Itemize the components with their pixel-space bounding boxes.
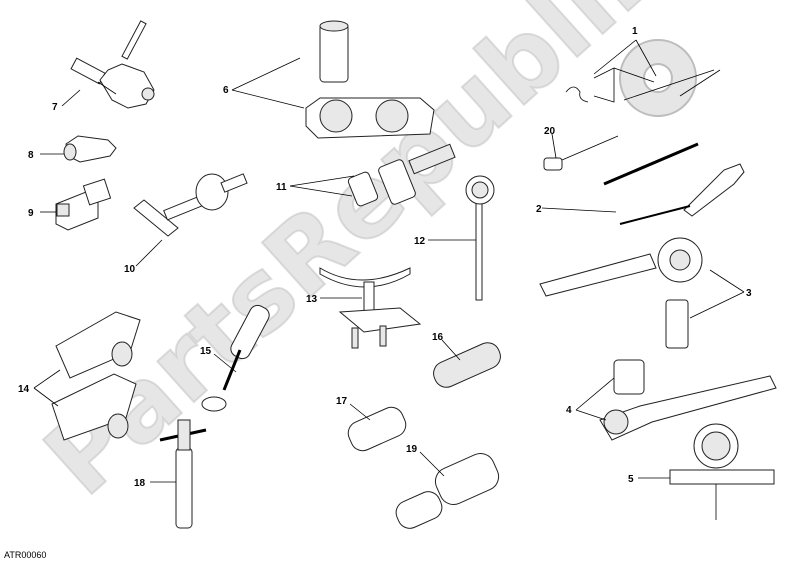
label-17: 17 (336, 396, 348, 407)
leader-lines (33, 39, 745, 483)
label-5: 5 (628, 474, 634, 485)
label-7: 7 (52, 102, 58, 113)
label-2: 2 (536, 204, 542, 215)
label-11: 11 (276, 182, 287, 193)
tool-17[interactable] (344, 404, 409, 455)
tool-11[interactable] (347, 143, 456, 207)
label-1: 1 (632, 26, 638, 37)
label-16: 16 (432, 332, 444, 343)
label-8: 8 (28, 150, 34, 161)
label-3: 3 (746, 288, 752, 299)
tool-5[interactable] (669, 423, 775, 520)
tool-14[interactable] (51, 311, 141, 441)
gear-logo-icon (619, 39, 697, 117)
label-18: 18 (134, 478, 146, 489)
tool-4[interactable] (599, 359, 777, 441)
label-6: 6 (223, 85, 229, 96)
tool-9[interactable] (55, 178, 112, 231)
tool-3[interactable] (539, 237, 703, 349)
tool-16[interactable] (430, 339, 505, 391)
label-12: 12 (414, 236, 426, 247)
part-labels: 1 2 3 4 5 6 7 8 9 10 11 12 13 14 15 16 1… (18, 26, 752, 489)
tool-12[interactable] (465, 175, 495, 301)
label-10: 10 (124, 264, 136, 275)
tool-2[interactable] (603, 142, 745, 225)
label-4: 4 (566, 405, 572, 416)
tool-15[interactable] (201, 303, 272, 412)
tool-19[interactable] (392, 449, 503, 532)
label-9: 9 (28, 208, 34, 219)
tool-20[interactable] (543, 135, 619, 171)
tool-10[interactable] (133, 173, 248, 237)
tool-6[interactable] (305, 20, 435, 139)
label-20: 20 (544, 126, 556, 137)
tool-18[interactable] (159, 419, 207, 529)
tool-1[interactable] (565, 67, 721, 103)
label-14: 14 (18, 384, 30, 395)
drawing-code: ATR00060 (4, 550, 46, 560)
label-15: 15 (200, 346, 212, 357)
tool-13[interactable] (319, 267, 422, 349)
tool-8[interactable] (63, 135, 117, 163)
label-13: 13 (306, 294, 318, 305)
label-19: 19 (406, 444, 418, 455)
tool-7[interactable] (70, 20, 155, 109)
